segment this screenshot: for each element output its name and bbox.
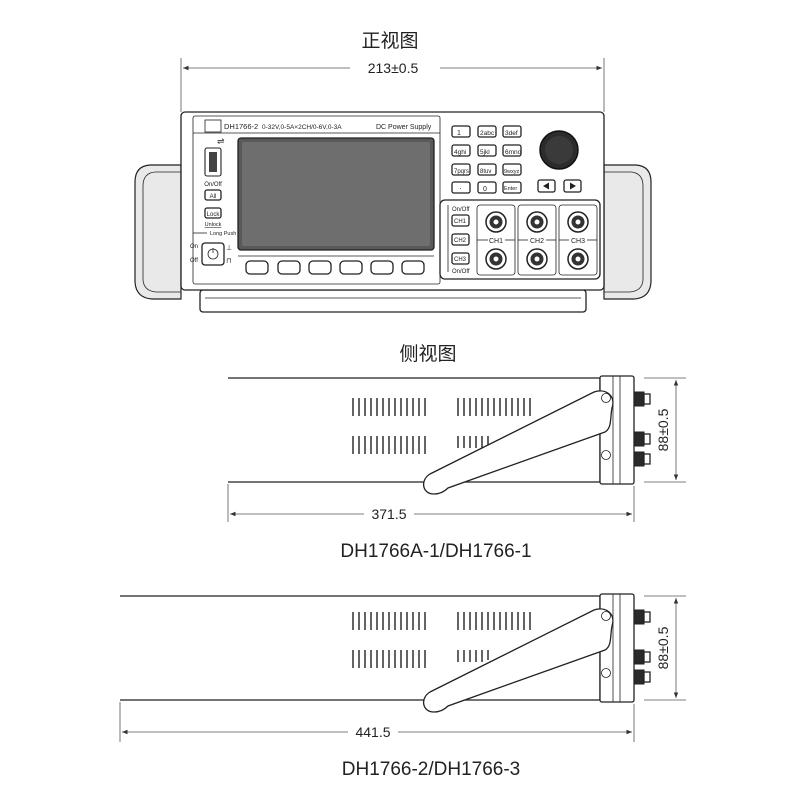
caption-model-a: DH1766A-1/DH1766-1 <box>340 541 531 562</box>
softkey-5[interactable] <box>370 260 394 275</box>
all-button[interactable] <box>204 189 222 201</box>
vent-slots-a <box>352 398 531 454</box>
key-0[interactable] <box>477 181 497 194</box>
ch1-button-label: CH1 <box>454 219 467 225</box>
key-5[interactable] <box>477 144 497 157</box>
long-push-label: Long Push <box>210 231 236 237</box>
key-dot[interactable] <box>451 181 471 194</box>
softkey-row <box>238 255 434 275</box>
key-enter-label: Enter <box>504 186 517 192</box>
key-3-label: 3def <box>505 130 518 137</box>
key-6[interactable] <box>502 144 522 157</box>
key-1[interactable] <box>451 125 471 138</box>
product-label: DC Power Supply <box>376 124 432 131</box>
key-6-label: 6mno <box>505 149 522 156</box>
ch3-button[interactable] <box>451 252 470 265</box>
key-enter[interactable] <box>502 181 522 194</box>
key-4[interactable] <box>451 144 471 157</box>
key-0-label: 0 <box>483 186 487 193</box>
ch2-label: CH2 <box>530 238 544 245</box>
side-handle-b <box>423 608 614 713</box>
power-on-label: On <box>190 244 198 250</box>
logo-box <box>204 119 222 133</box>
ch-onoff-label: On/Off <box>452 207 470 213</box>
binding-posts <box>485 211 589 270</box>
model-label: DH1766-2 <box>224 122 258 131</box>
ch3-label: CH3 <box>571 238 585 245</box>
softkey-1[interactable] <box>245 260 269 275</box>
side-handle-a <box>423 390 614 495</box>
length-dimension-label-b: 441.5 <box>355 724 390 740</box>
vent-slots-b <box>352 612 531 668</box>
key-2[interactable] <box>477 125 497 138</box>
key-7[interactable] <box>451 163 471 176</box>
ch2-button-label: CH2 <box>454 238 467 244</box>
keypad: 1 2abc 3def 4ghi 5jkl 6mno 7pqrs 8tuv 9w… <box>451 125 522 194</box>
front-view-title: 正视图 <box>361 30 418 52</box>
ch1-label: CH1 <box>489 238 503 245</box>
key-7-label: 7pqrs <box>454 169 469 175</box>
length-dimension-label-a: 371.5 <box>371 506 406 522</box>
front-view: 正视图 213±0.5 DH1766-2 0-32V,0-5A×2CH/0-6V… <box>134 30 652 313</box>
key-2-label: 2abc <box>480 130 495 137</box>
side-view-model-a: 371.5 88±0.5 DH1766A-1/DH1766-1 <box>227 375 686 562</box>
output-section <box>439 199 601 280</box>
ch3-button-label: CH3 <box>454 257 467 263</box>
softkey-2[interactable] <box>277 260 301 275</box>
side-view-title: 侧视图 <box>399 343 456 365</box>
svg-text:⊥: ⊥ <box>226 245 232 252</box>
softkey-4[interactable] <box>339 260 363 275</box>
lock-button[interactable] <box>204 207 222 219</box>
caption-model-b: DH1766-2/DH1766-3 <box>342 759 521 780</box>
softkey-3[interactable] <box>308 260 332 275</box>
height-dimension-label-b: 88±0.5 <box>655 626 671 669</box>
unlock-label: Unlock <box>205 222 222 228</box>
key-4-label: 4ghi <box>454 149 466 156</box>
softkey-6[interactable] <box>401 260 425 275</box>
power-off-label: Off <box>190 258 198 264</box>
usb-onoff-label: On/Off <box>204 182 222 188</box>
all-button-label: All <box>210 194 217 200</box>
key-9[interactable] <box>502 163 522 176</box>
svg-text:⊓: ⊓ <box>226 258 231 265</box>
usb-icon: ⇌ <box>217 136 225 146</box>
height-dimension-label-a: 88±0.5 <box>655 408 671 451</box>
width-dimension-label: 213±0.5 <box>368 60 419 76</box>
ch2-button[interactable] <box>451 233 470 246</box>
ch-onoff-bottom-label: On/Off <box>452 269 470 275</box>
spec-label: 0-32V,0-5A×2CH/0-6V,0-3A <box>262 124 342 131</box>
key-3[interactable] <box>502 125 522 138</box>
key-8[interactable] <box>477 163 497 176</box>
left-handle <box>134 164 182 300</box>
power-button[interactable] <box>201 242 225 266</box>
key-1-label: 1 <box>457 130 461 137</box>
key-5-label: 5jkl <box>480 149 490 156</box>
key-8-label: 8tuv <box>480 169 491 175</box>
right-handle <box>603 164 652 300</box>
key-dot-label: · <box>459 184 462 193</box>
arrow-left-icon <box>543 182 549 190</box>
lock-button-label: Lock <box>207 212 221 218</box>
key-9-label: 9wxyz <box>504 169 520 175</box>
arrow-right-icon <box>570 182 576 190</box>
side-view-model-b: 441.5 88±0.5 DH1766-2/DH1766-3 <box>119 593 686 780</box>
ch1-button[interactable] <box>451 214 470 227</box>
